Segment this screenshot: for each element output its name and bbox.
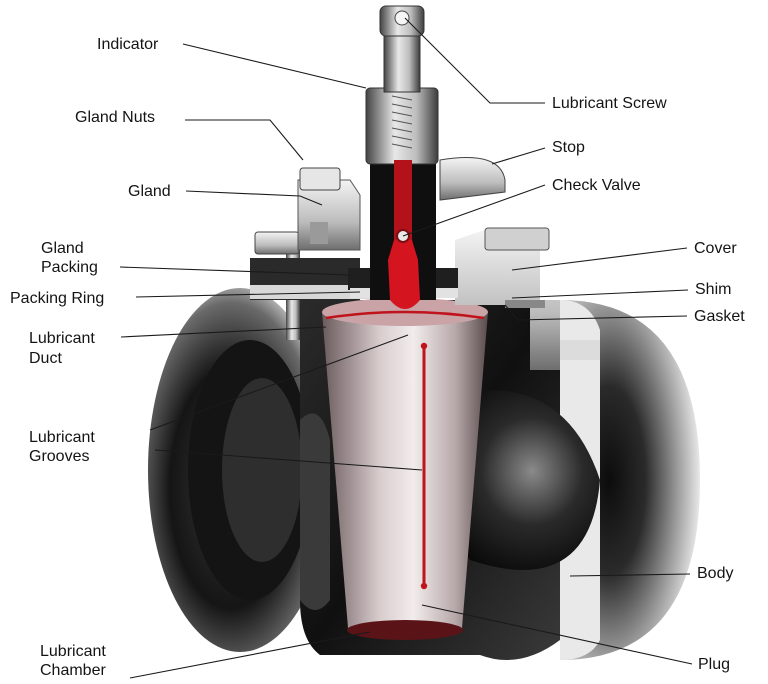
label-packing-ring: Packing Ring bbox=[10, 290, 105, 307]
label-lubricant-grooves-line1: Lubricant bbox=[29, 429, 95, 446]
cover bbox=[455, 227, 560, 370]
label-lubricant-duct-line2: Duct bbox=[29, 350, 62, 367]
label-gland-packing-line1: Gland bbox=[41, 240, 84, 257]
label-cover: Cover bbox=[694, 240, 737, 257]
label-indicator: Indicator bbox=[97, 36, 159, 53]
label-gasket: Gasket bbox=[694, 308, 745, 325]
label-gland-nuts: Gland Nuts bbox=[75, 109, 156, 126]
label-lubricant-grooves-line2: Grooves bbox=[29, 448, 90, 465]
label-shim: Shim bbox=[695, 281, 732, 298]
label-stop: Stop bbox=[552, 139, 585, 156]
label-lubricant-chamber-line2: Chamber bbox=[40, 662, 106, 679]
label-check-valve: Check Valve bbox=[552, 177, 641, 194]
label-lubricant-chamber-line1: Lubricant bbox=[40, 643, 106, 660]
label-lubricant-screw: Lubricant Screw bbox=[552, 95, 667, 112]
label-plug: Plug bbox=[698, 656, 731, 673]
stem bbox=[365, 5, 439, 300]
gland-bolt-left bbox=[250, 231, 370, 340]
label-gland: Gland bbox=[128, 183, 171, 200]
label-lubricant-duct-line1: Lubricant bbox=[29, 330, 95, 347]
gland bbox=[297, 167, 361, 251]
stop bbox=[439, 157, 506, 201]
label-body: Body bbox=[697, 565, 734, 582]
leader-lines bbox=[119, 17, 693, 679]
label-gland-packing-line2: Packing bbox=[41, 259, 98, 276]
